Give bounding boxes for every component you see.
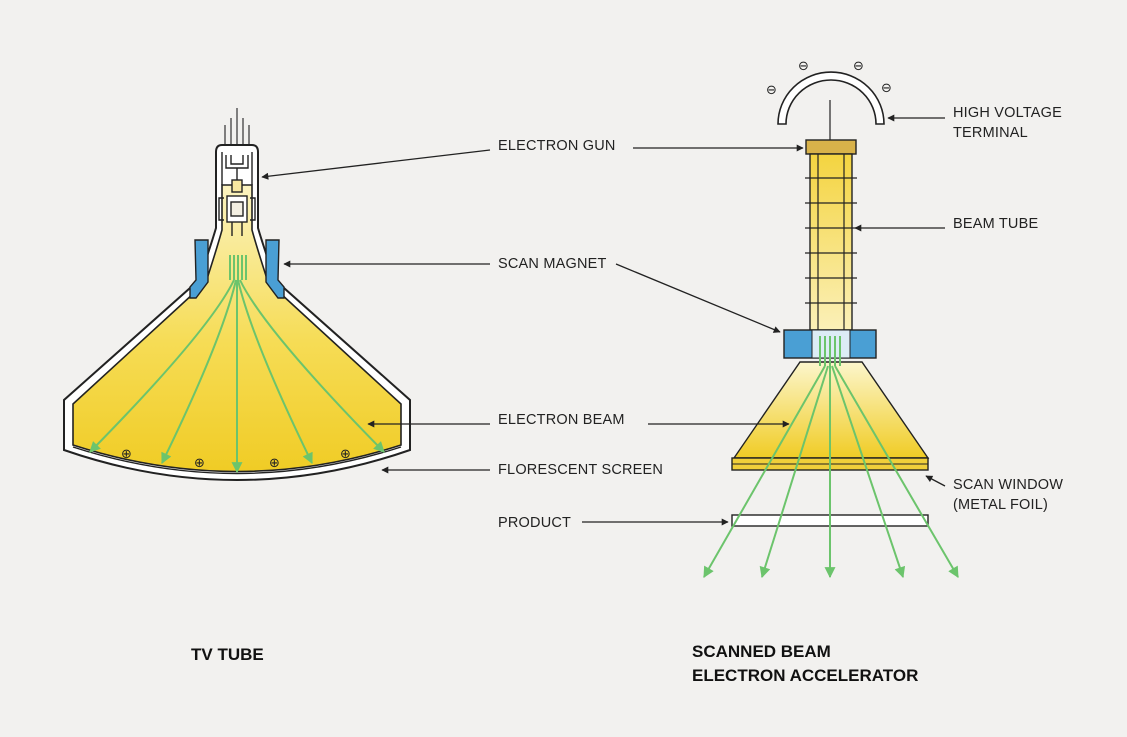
accelerator-electron-beams <box>703 336 959 579</box>
arrow-scan-window <box>925 475 946 487</box>
tv-tube-pins <box>224 108 250 148</box>
label-electron-gun: ELECTRON GUN <box>498 138 616 154</box>
tv-electron-gun <box>218 155 256 236</box>
label-florescent-screen: FLORESCENT SCREEN <box>498 462 663 478</box>
captions: TV TUBE SCANNED BEAM ELECTRON ACCELERATO… <box>191 642 918 685</box>
negative-charge-icon: ⊖ <box>853 59 864 74</box>
arrow-scan-magnet-acc <box>615 263 781 333</box>
caption-tv-tube: TV TUBE <box>191 645 264 664</box>
beam-tube <box>809 153 853 331</box>
tv-florescent-screen <box>72 446 402 475</box>
tv-tube: ⊕ ⊕ ⊕ ⊕ <box>63 108 411 481</box>
negative-charge-icon: ⊖ <box>766 83 777 98</box>
positive-charge-icon: ⊕ <box>194 456 205 471</box>
high-voltage-terminal <box>777 71 885 125</box>
label-scan-magnet: SCAN MAGNET <box>498 256 607 272</box>
label-beam-tube: BEAM TUBE <box>953 216 1038 232</box>
negative-charges: ⊖ ⊖ ⊖ ⊖ <box>766 59 892 98</box>
leader-arrows <box>261 114 946 526</box>
positive-charge-icon: ⊕ <box>269 456 280 471</box>
labels: ELECTRON GUN SCAN MAGNET ELECTRON BEAM F… <box>498 105 1063 531</box>
label-scan-window-line2: (METAL FOIL) <box>953 497 1048 513</box>
label-scan-window-line1: SCAN WINDOW <box>953 477 1063 493</box>
accelerator-electron-gun <box>805 139 857 155</box>
caption-accelerator-line2: ELECTRON ACCELERATOR <box>692 666 918 685</box>
caption-accelerator-line1: SCANNED BEAM <box>692 642 831 661</box>
label-electron-beam: ELECTRON BEAM <box>498 412 625 428</box>
positive-charge-icon: ⊕ <box>340 447 351 462</box>
arrow-electron-gun-tv <box>261 149 491 180</box>
tv-positive-charges: ⊕ ⊕ ⊕ ⊕ <box>121 447 351 471</box>
label-product: PRODUCT <box>498 515 571 531</box>
label-high-voltage-line2: TERMINAL <box>953 125 1028 141</box>
label-high-voltage-line1: HIGH VOLTAGE <box>953 105 1062 121</box>
tv-scan-magnet-right <box>265 239 285 299</box>
beam-tube-rings <box>805 154 857 330</box>
tv-electron-beams <box>89 255 385 474</box>
positive-charge-icon: ⊕ <box>121 447 132 462</box>
negative-charge-icon: ⊖ <box>798 59 809 74</box>
accelerator: ⊖ ⊖ ⊖ ⊖ <box>703 59 959 579</box>
tv-scan-magnet-left <box>189 239 209 299</box>
negative-charge-icon: ⊖ <box>881 81 892 96</box>
